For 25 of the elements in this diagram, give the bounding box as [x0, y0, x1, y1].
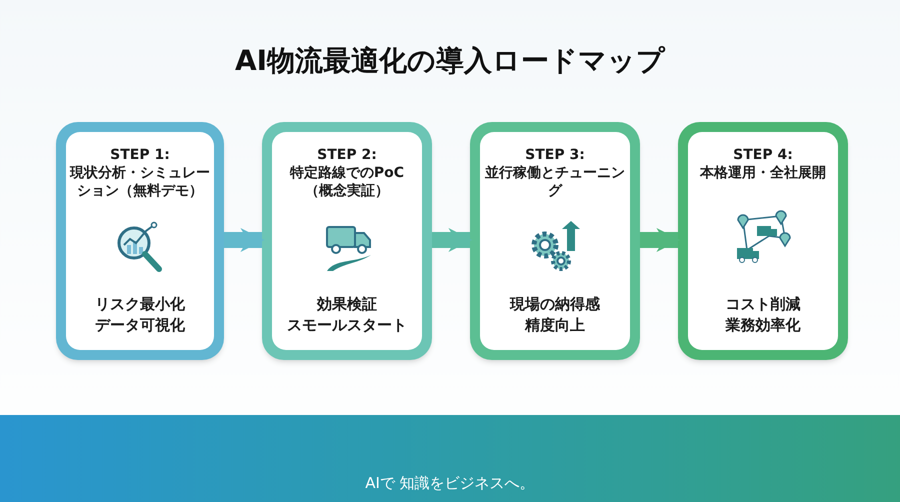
outcome-text: 効果検証 — [317, 294, 377, 315]
outcome-text: 業務効率化 — [726, 315, 800, 336]
outcome-text: コスト削減 — [726, 294, 800, 315]
outcome-text: リスク最小化 — [95, 294, 185, 315]
step-card — [470, 122, 640, 360]
flow-arrow — [640, 228, 680, 252]
outcome-text: 精度向上 — [525, 315, 585, 336]
outcome-text: 現場の納得感 — [510, 294, 600, 315]
flow-arrow — [432, 228, 472, 252]
step-number: STEP 3: — [525, 146, 585, 164]
step-number: STEP 4: — [733, 146, 793, 164]
step-title: 本格運用・全社展開 — [698, 164, 827, 182]
step-card — [56, 122, 224, 360]
step-card — [262, 122, 432, 360]
step-number: STEP 1: — [110, 146, 170, 164]
flow-arrow — [224, 228, 264, 252]
step-number: STEP 2: — [317, 146, 377, 164]
diagram-title: AI物流最適化の導入ロードマップ — [234, 43, 666, 79]
outcome-text: スモールスタート — [287, 315, 407, 336]
step-title: 並行稼働とチューニング — [484, 164, 626, 200]
step-card — [678, 122, 848, 360]
outcome-text: データ可視化 — [95, 315, 185, 336]
step-title: 現状分析・シミュレーション（無料デモ） — [68, 164, 211, 200]
step-title: 特定路線でのPoC（概念実証） — [288, 164, 406, 200]
tagline: AIで 知識をビジネスへ。 — [365, 472, 535, 494]
